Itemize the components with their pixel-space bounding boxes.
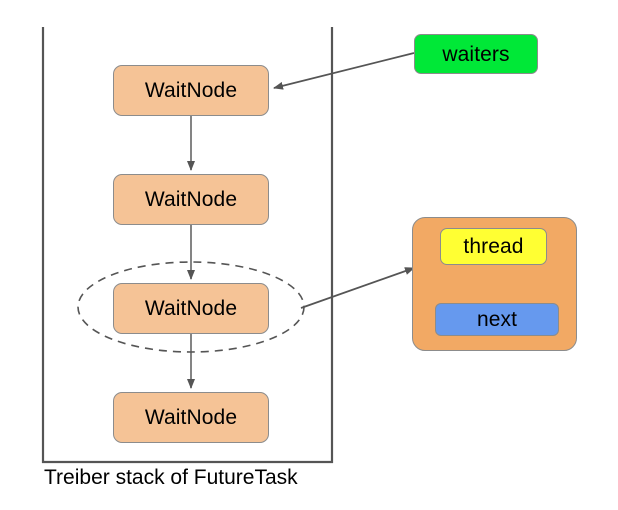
waiters-label: waiters (442, 42, 510, 66)
waitnode-label: WaitNode (144, 297, 238, 320)
detail-arrow (300, 267, 415, 309)
waitnode-box-0[interactable]: WaitNode (113, 65, 269, 116)
waitnode-box-3[interactable]: WaitNode (113, 392, 269, 443)
waiters-box[interactable]: waiters (414, 34, 538, 74)
waitnode-label: WaitNode (144, 79, 238, 102)
thread-field-box[interactable]: thread (440, 228, 547, 265)
waitnode-box-1[interactable]: WaitNode (113, 174, 269, 225)
next-field-box[interactable]: next (435, 303, 559, 336)
waitnode-label: WaitNode (144, 406, 238, 429)
waiters-arrow (273, 52, 415, 90)
waitnode-label: WaitNode (144, 188, 238, 211)
stack-container (41, 27, 334, 464)
waitnode-box-2[interactable]: WaitNode (113, 283, 269, 334)
thread-field-label: thread (463, 235, 524, 258)
diagram-caption: Treiber stack of FutureTask (44, 466, 298, 489)
next-field-label: next (476, 308, 518, 331)
